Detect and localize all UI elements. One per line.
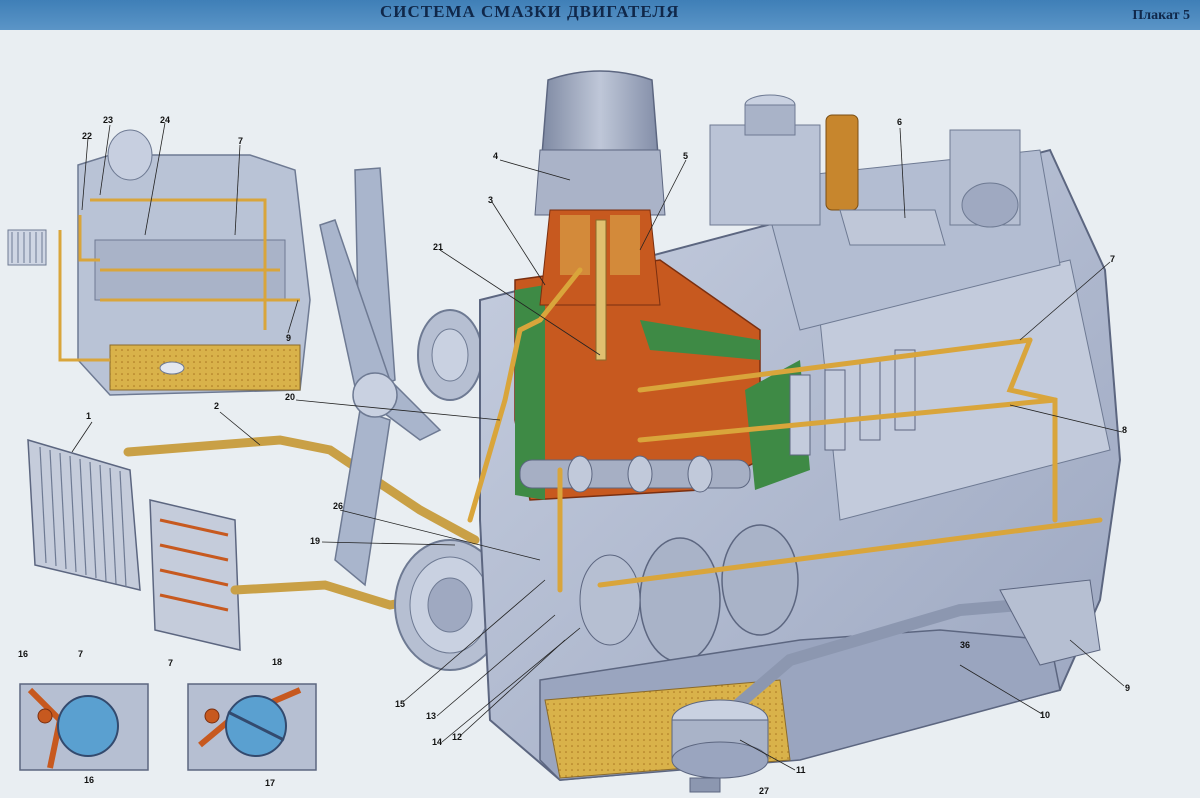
callout-20: 20: [285, 392, 296, 402]
inset-engine-diagram: [7, 129, 311, 396]
callout-7: 7: [1110, 254, 1116, 264]
crankshaft: [579, 524, 799, 663]
callout-22: 22: [82, 131, 93, 141]
callout-2: 2: [214, 401, 220, 411]
callout-1: 1: [86, 411, 92, 421]
callout-18: 18: [272, 657, 283, 667]
detail-inset-right: [187, 683, 317, 771]
oil-cooler-element: [149, 499, 241, 651]
ignition-distributor: [949, 129, 1021, 228]
camshaft: [519, 455, 751, 493]
callout-14: 14: [432, 737, 443, 747]
callout-7-left-inset: 7: [78, 649, 84, 659]
callout-3: 3: [488, 195, 494, 205]
oil-line-2: [123, 435, 480, 545]
block-cutaway: [514, 259, 810, 501]
callout-26: 26: [333, 501, 344, 511]
callout-16: 16: [18, 649, 29, 659]
callout-12: 12: [452, 732, 463, 742]
callout-7-right-inset: 7: [168, 658, 174, 668]
callout-16-lower: 16: [84, 775, 95, 785]
callout-23: 23: [103, 115, 114, 125]
callout-21: 21: [433, 242, 444, 252]
detail-inset-left: [19, 683, 149, 771]
callout-7-top-inset: 7: [238, 136, 244, 146]
callout-9-top-inset: 9: [286, 333, 292, 343]
oil-pressure-sensor-plate: [839, 209, 946, 246]
callout-6: 6: [897, 117, 903, 127]
callout-11: 11: [796, 765, 806, 775]
poster-title: СИСТЕМА СМАЗКИ ДВИГАТЕЛЯ: [380, 2, 680, 21]
carburetor: [709, 94, 821, 226]
callout-17: 17: [265, 778, 276, 788]
callout-4: 4: [493, 151, 499, 161]
callout-27: 27: [759, 786, 770, 796]
callout-10: 10: [1040, 710, 1051, 720]
oil-strainer: [671, 699, 769, 779]
oil-cooler-radiator: [27, 438, 141, 591]
poster-number: Плакат 5: [1132, 8, 1190, 23]
callout-8: 8: [1122, 425, 1128, 435]
water-pump-pulley: [417, 309, 483, 401]
callout-5: 5: [683, 151, 689, 161]
callout-leader-lines: [71, 122, 1125, 771]
callout-13: 13: [426, 711, 437, 721]
drain-plug: [689, 777, 721, 793]
callout-9: 9: [1125, 683, 1131, 693]
callout-15: 15: [395, 699, 406, 709]
callout-24: 24: [160, 115, 171, 125]
callout-36: 36: [960, 640, 971, 650]
header-band: [0, 0, 1200, 30]
callout-19: 19: [310, 536, 321, 546]
oil-filler-breather: [825, 114, 859, 211]
